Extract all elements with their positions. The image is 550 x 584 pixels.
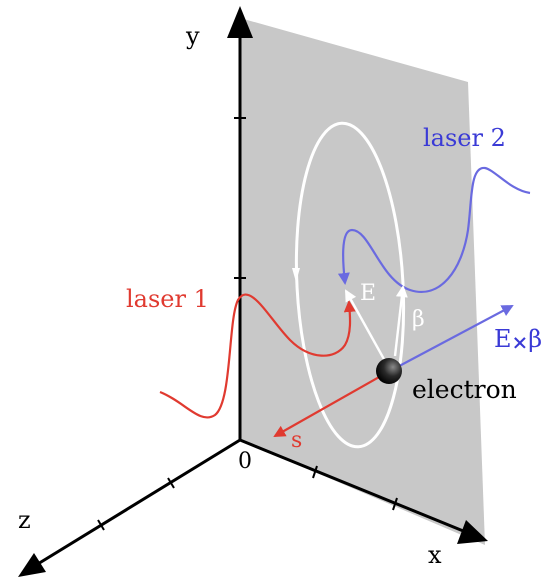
electron-orbit: [294, 121, 406, 449]
origin-label: 0: [238, 449, 252, 474]
electron: [376, 358, 402, 384]
E-cross-beta-label-E: E: [494, 325, 512, 353]
laser1-wave: [159, 293, 356, 419]
beta-vector: [393, 285, 408, 357]
E-cross-beta-label-cross: ×: [512, 330, 529, 354]
z-tick: [97, 519, 105, 531]
E-vector: [344, 289, 392, 371]
z-tick: [167, 477, 175, 489]
s-label: s: [291, 428, 302, 453]
x-axis: [239, 438, 479, 539]
E-label: E: [360, 281, 376, 306]
z-axis: [27, 438, 241, 572]
laser1-label: laser 1: [126, 285, 209, 313]
beta-label: β: [412, 307, 425, 332]
E-cross-beta-vector: [387, 305, 514, 373]
laser2-wave: [337, 166, 531, 293]
electron-label: electron: [412, 375, 517, 404]
laser2-label: laser 2: [423, 124, 506, 152]
xy-plane: [240, 18, 485, 545]
z-axis-arrowhead: [18, 553, 46, 577]
x-tick: [312, 465, 318, 479]
s-vector: [273, 371, 389, 437]
y-axis-arrowhead: [227, 6, 253, 38]
x-axis-label: x: [428, 541, 442, 569]
E-cross-beta-label-beta: β: [528, 325, 542, 353]
x-axis-arrowhead: [457, 520, 488, 544]
z-axis-label: z: [18, 506, 31, 534]
orbit-direction-arrow: [292, 268, 300, 282]
E-cross-beta-label: E×β: [494, 325, 542, 354]
x-tick: [392, 497, 398, 511]
y-axis-label: y: [185, 22, 200, 50]
